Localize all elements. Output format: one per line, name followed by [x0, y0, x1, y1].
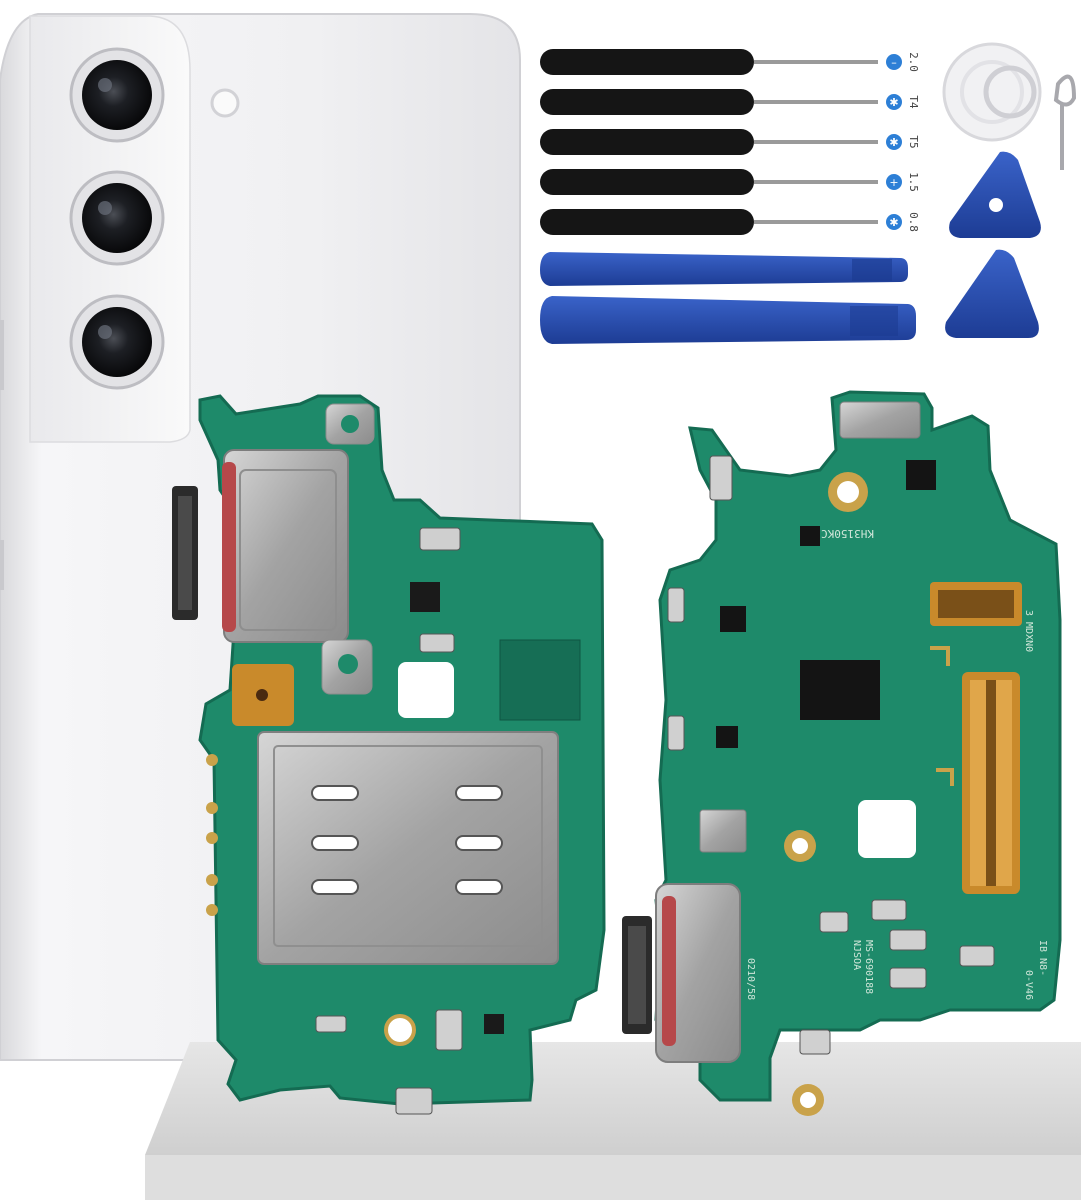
pcb-marking-text: IB N8-: [1037, 940, 1048, 976]
screwdriver: +1.5: [540, 169, 920, 195]
torx-bit-icon-glyph: ✱: [889, 96, 898, 109]
screwdriver-handle: [540, 129, 754, 155]
charging-port-board-back: KH3150KC 3 MDXN0 0210/58 MS-690188 NJSOA…: [622, 390, 1062, 1116]
screwdriver: ✱ T4: [540, 89, 920, 115]
torx-bit-icon: [886, 94, 902, 110]
pentalobe-bit-icon-glyph: ✱: [889, 216, 898, 229]
triangle-pick-icon: [945, 249, 1039, 338]
camera-lens: [69, 294, 165, 390]
bit-size-label: T5: [907, 135, 920, 148]
screwdriver-shaft: [754, 60, 878, 64]
torx-bit-icon: [886, 134, 902, 150]
pry-bar-tool: [540, 252, 908, 286]
charging-port-board-front: [172, 394, 606, 1115]
screwdriver-shaft: [754, 100, 878, 104]
screwdriver-shaft: [754, 220, 878, 224]
pcb-marking-text: 0-V46: [1023, 970, 1034, 1000]
screwdriver: ✱ 0.8: [540, 209, 920, 235]
phillips-bit-icon: [886, 174, 902, 190]
phillips-bit-icon-glyph: +: [889, 176, 898, 189]
spudger-tool: [540, 296, 916, 344]
flash-icon: [210, 88, 240, 118]
slot-bit-icon-glyph: –: [891, 56, 897, 69]
torx-bit-icon-glyph: ✱: [889, 136, 898, 149]
pentalobe-bit-icon: [886, 214, 902, 230]
screwdriver: –2.0: [540, 49, 920, 75]
bit-size-label: 2.0: [907, 52, 920, 72]
pcb-marking-text: MS-690188: [863, 940, 874, 994]
camera-lens: [69, 170, 165, 266]
screwdriver-handle: [540, 209, 754, 235]
screwdriver-handle: [540, 89, 754, 115]
pcb-marking-text: KH3150KC: [821, 527, 874, 540]
camera-lens: [69, 47, 165, 143]
screwdriver-handle: [540, 49, 754, 75]
screwdriver-shaft: [754, 180, 878, 184]
pcb-marking-text: 3 MDXN0: [1023, 610, 1034, 652]
screwdriver: ✱ T5: [540, 129, 920, 155]
triangle-pick-icon: [949, 151, 1041, 238]
bit-size-label: T4: [907, 95, 920, 109]
pcb-marking-text: 0210/58: [745, 958, 756, 1000]
pcb-marking-text: NJSOA: [851, 940, 862, 970]
suction-cup-icon: [942, 42, 1042, 142]
screwdriver-handle: [540, 169, 754, 195]
screwdriver-shaft: [754, 140, 878, 144]
sim-eject-pin-icon: [1053, 74, 1077, 170]
bit-size-label: 0.8: [907, 212, 920, 232]
slot-bit-icon: [886, 54, 902, 70]
bit-size-label: 1.5: [907, 172, 920, 192]
